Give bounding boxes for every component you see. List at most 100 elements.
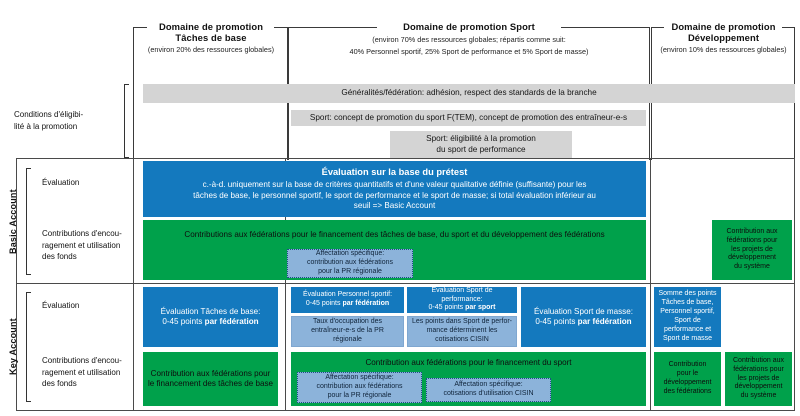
row-label-key-contributions: Contributions d'encou- ragement et utili… (42, 355, 136, 390)
basic-evaluation-body-line1: c.-à-d. uniquement sur la base de critèr… (202, 180, 587, 190)
key-contrib-dev-sys-line5: du système (740, 392, 777, 400)
eligibility-bar-generalites-text: Généralités/fédération: adhésion, respec… (341, 88, 597, 98)
key-affectation-cisin-line2: cotisations d'utilisation CISIN (443, 390, 534, 397)
basic-account-brace (26, 168, 31, 275)
key-eval-somme-line5: performance et (663, 325, 712, 333)
eligibility-bar-generalites: Généralités/fédération: adhésion, respec… (143, 84, 795, 103)
key-eval-masse-points: 0-45 points (535, 317, 578, 326)
key-contrib-dev-sys-line2: fédérations pour (733, 365, 784, 373)
key-eval-taches-block: Évaluation Tâches de base: 0-45 points p… (143, 287, 278, 347)
key-contrib-dev-federations-block: Contribution pour le développement des f… (654, 352, 721, 406)
basic-contrib-label-line1: Contributions d'encou- (42, 229, 122, 238)
accounts-frame (16, 158, 795, 411)
basic-evaluation-pretest-block: Évaluation sur la base du prétest c.-à-d… (143, 161, 646, 217)
key-eval-somme-line2: Tâches de base, (661, 299, 714, 307)
key-eval-personnel-line2: 0-45 points par fédération (306, 300, 389, 309)
basic-dev-contribution-line2: fédérations pour (726, 236, 778, 244)
eligibility-bar-sport-eligibilite: Sport: éligibilité à la promotion du spo… (390, 131, 572, 158)
key-eval-performance-sub-line2: mance déterminent les (426, 327, 498, 335)
key-contrib-dev-sys-line1: Contribution aux (733, 356, 784, 364)
eligibility-brace (124, 84, 129, 158)
domain-bracket-dev-top-right (782, 27, 795, 28)
key-contrib-taches-line2: le financement des tâches de base (147, 379, 274, 388)
key-eval-performance-sub-box: Les points dans Sport de perfor- mance d… (407, 316, 517, 347)
domain-bracket-taches-top-left (133, 27, 147, 28)
basic-dev-contribution-line3: les projets de (731, 245, 773, 253)
key-eval-personnel-line1: Évaluation Personnel sportif: (302, 291, 393, 299)
key-affectation-pr-line1: Affectation spécifique: (325, 374, 394, 382)
key-eval-masse-block: Évaluation Sport de masse: 0-45 points p… (521, 287, 646, 347)
basic-dev-contribution-line5: du système (734, 263, 770, 271)
basic-contrib-label-line3: des fonds (42, 252, 77, 262)
key-affectation-cisin-box: Affectation spécifique: cotisations d'ut… (426, 378, 551, 402)
key-affectation-cisin-line1: Affectation spécifique: (454, 381, 523, 389)
domain-title-line1: Domaine de promotion (671, 21, 776, 32)
basic-key-divider (16, 283, 795, 284)
column-divider-taches-sport (285, 158, 286, 411)
key-eval-taches-line2: 0-45 points par fédération (162, 317, 258, 327)
domain-sub-line1: (environ 20% des ressources globales) (147, 45, 275, 55)
key-eval-taches-unit: par fédération (204, 317, 259, 326)
domain-header-sport: Domaine de promotion Sport (environ 70% … (290, 21, 648, 56)
row-label-basic-evaluation: Évaluation (42, 178, 80, 187)
eligibility-bar-sport-concept-text: Sport: concept de promotion du sport F(T… (309, 112, 628, 122)
eligibility-bar-sport-eligibilite-line2: du sport de performance (436, 144, 526, 154)
key-eval-taches-line1: Évaluation Tâches de base: (160, 306, 261, 316)
key-contrib-label-line1: Contributions d'encou- (42, 356, 122, 365)
key-contrib-label-line3: des fonds (42, 379, 77, 389)
key-contrib-dev-systeme-block: Contribution aux fédérations pour les pr… (725, 352, 792, 406)
key-contrib-dev-fed-line1: Contribution (668, 361, 707, 369)
key-contrib-dev-fed-line2: pour le (676, 370, 699, 378)
basic-evaluation-body-line2: tâches de base, le personnel sportif, le… (193, 190, 596, 200)
column-divider-sport-dev (650, 158, 651, 411)
key-eval-performance-sub-line3: cotisations CISIN (435, 335, 489, 343)
key-contrib-taches-line1: Contribution aux fédérations pour (150, 368, 271, 378)
key-eval-masse-line1: Évaluation Sport de masse: (534, 306, 633, 316)
key-account-brace (26, 292, 31, 402)
key-contrib-label-line2: ragement et utilisation (42, 367, 121, 377)
eligibility-label-line1: Conditions d'éligibi- (14, 110, 84, 119)
key-eval-performance-block: Évaluation Sport de performance: 0-45 po… (407, 287, 517, 313)
key-eval-somme-line6: Sport de masse (662, 334, 713, 342)
basic-contrib-label-line2: ragement et utilisation (42, 240, 121, 250)
basic-dev-contribution-block: Contribution aux fédérations pour les pr… (712, 220, 792, 280)
key-eval-personnel-block: Évaluation Personnel sportif: 0-45 point… (291, 287, 404, 313)
row-label-basic-contributions: Contributions d'encou- ragement et utili… (42, 228, 136, 263)
key-affectation-pr-line3: pour la PR régionale (327, 391, 392, 399)
row-label-key-evaluation: Évaluation (42, 301, 80, 310)
key-contrib-taches-block: Contribution aux fédérations pour le fin… (143, 352, 278, 406)
key-contrib-dev-fed-line3: développement (663, 379, 712, 386)
domain-sub-line1: (environ 10% des ressources globales) (660, 45, 787, 55)
key-eval-performance-line1: Évaluation Sport de performance: (431, 286, 493, 303)
key-affectation-pr-box: Affectation spécifique: contribution aux… (297, 372, 422, 403)
key-contrib-dev-fed-line4: des fédérations (663, 387, 712, 395)
domain-title-line1: Domaine de promotion Sport (403, 21, 535, 32)
key-eval-personnel-unit: par fédération (342, 300, 390, 307)
key-affectation-pr-line2: contribution aux fédérations (316, 383, 403, 391)
domain-bracket-sport-top-left (288, 27, 377, 28)
basic-contributions-main-text: Contributions aux fédérations pour le fi… (184, 230, 605, 239)
basic-affectation-pr-line2: contribution aux fédérations (307, 259, 393, 267)
domain-header-taches: Domaine de promotion Tâches de base (env… (135, 21, 287, 55)
domain-title-line2: Développement (687, 32, 760, 44)
key-eval-somme-line4: Sport de (674, 317, 701, 324)
row-label-eligibility: Conditions d'éligibi- lité à la promotio… (14, 109, 122, 132)
domain-bracket-dev-top-left (651, 27, 664, 28)
key-contrib-dev-sys-line3: les projets de (737, 374, 780, 382)
key-eval-performance-sub-line1: Les points dans Sport de perfor- (412, 318, 513, 326)
key-eval-masse-unit: par fédération (577, 317, 632, 326)
basic-affectation-pr-line3: pour la PR régionale (318, 267, 382, 275)
basic-affectation-pr-line1: Affectation spécifique: (315, 250, 385, 258)
key-eval-personnel-sub-line2: entraîneur-e-s de la PR régionale (311, 327, 384, 343)
key-contrib-sport-text: Contribution aux fédérations pour le fin… (365, 358, 572, 367)
key-eval-somme-block: Somme des points Tâches de base, Personn… (654, 287, 721, 347)
domain-sub-line1: (environ 70% des ressources globales; ré… (372, 35, 566, 45)
side-label-key-account: Key Account (8, 318, 18, 376)
key-eval-somme-line1: Somme des points (658, 290, 717, 298)
domain-header-developpement: Domaine de promotion Développement (envi… (653, 21, 794, 55)
key-eval-personnel-sub-box: Taux d'occupation des entraîneur-e-s de … (291, 316, 404, 347)
domain-bracket-taches-top-right (274, 27, 288, 28)
basic-dev-contribution-line4: développement (728, 254, 776, 262)
domain-sub-line2: 40% Personnel sportif, 25% Sport de perf… (349, 46, 589, 56)
